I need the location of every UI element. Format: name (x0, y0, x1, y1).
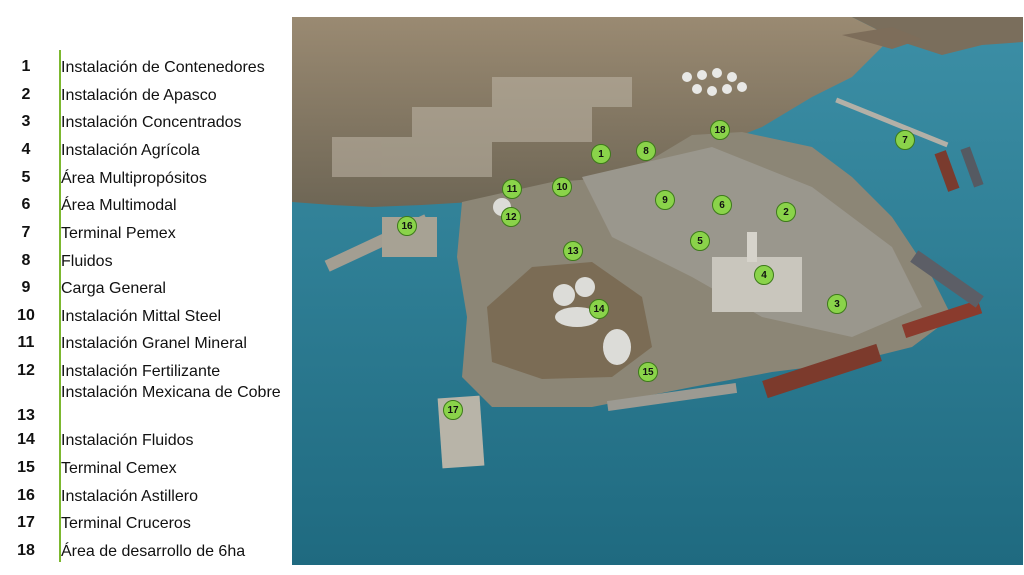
legend-item-number: 13 (17, 407, 35, 424)
legend-item-label: Carga General (61, 280, 166, 297)
legend-item-number: 6 (21, 196, 31, 213)
legend-item-label: Instalación Astillero (61, 488, 198, 505)
legend-item-label: Área Multipropósitos (61, 170, 207, 187)
cemex-pier (606, 383, 738, 411)
silo-domes (493, 198, 631, 365)
legend-item-label: Instalación de Contenedores (61, 59, 265, 76)
map-marker-8[interactable]: 8 (636, 141, 656, 161)
far-hills (852, 17, 1023, 55)
map-marker-3[interactable]: 3 (827, 294, 847, 314)
grain-elevator (712, 257, 802, 312)
map-marker-14[interactable]: 14 (589, 299, 609, 319)
legend-item-number: 10 (17, 307, 35, 324)
tank-farm (682, 68, 747, 96)
legend-item-number: 3 (21, 113, 31, 130)
legend-item-label: Instalación Mexicana de Cobre (61, 384, 281, 401)
legend-item-label: Área de desarrollo de 6ha (61, 543, 246, 560)
map-marker-10[interactable]: 10 (552, 177, 572, 197)
legend-item-number: 1 (21, 58, 31, 75)
legend-item-number: 7 (21, 224, 31, 241)
legend-item-number: 5 (21, 169, 31, 186)
legend-divider-line (59, 50, 61, 562)
map-marker-11[interactable]: 11 (502, 179, 522, 199)
map-marker-16[interactable]: 16 (397, 216, 417, 236)
legend-item-label: Instalación de Apasco (61, 87, 217, 104)
map-marker-7[interactable]: 7 (895, 130, 915, 150)
legend-item-label: Instalación Mittal Steel (61, 308, 222, 325)
legend-item-number: 2 (21, 86, 31, 103)
legend-item-label: Instalación Agrícola (61, 142, 200, 159)
elevator-tower (747, 232, 757, 262)
map-marker-4[interactable]: 4 (754, 265, 774, 285)
legend-item-label: Área Multimodal (61, 197, 177, 214)
map-marker-1[interactable]: 1 (591, 144, 611, 164)
legend-item-label: Terminal Cruceros (61, 515, 191, 532)
small-island (842, 27, 922, 49)
legend-item-number: 18 (17, 542, 35, 559)
legend-item-number: 16 (17, 487, 35, 504)
legend-item-number: 11 (17, 334, 35, 351)
town-blocks (332, 77, 632, 177)
legend-item-label: Terminal Pemex (61, 225, 176, 242)
map-marker-9[interactable]: 9 (655, 190, 675, 210)
map-marker-6[interactable]: 6 (712, 195, 732, 215)
legend-item-label: Fluidos (61, 253, 113, 270)
map-marker-13[interactable]: 13 (563, 241, 583, 261)
legend-item-number: 17 (17, 514, 35, 531)
legend-item-label: Terminal Cemex (61, 460, 177, 477)
legend-item-number: 8 (21, 252, 31, 269)
ships (762, 146, 984, 399)
legend-item-label: Instalación Concentrados (61, 114, 242, 131)
legend-item-label: Instalación Fertilizante (61, 363, 221, 380)
legend-item-number: 14 (17, 431, 35, 448)
legend-item-number: 12 (17, 362, 35, 379)
legend-item-number: 15 (17, 459, 35, 476)
map-marker-5[interactable]: 5 (690, 231, 710, 251)
legend-item-number: 9 (21, 279, 31, 296)
map-marker-15[interactable]: 15 (638, 362, 658, 382)
legend-item-number: 4 (21, 141, 31, 158)
legend-item-label: Instalación Fluidos (61, 432, 194, 449)
pemex-pier (835, 97, 949, 148)
map-marker-2[interactable]: 2 (776, 202, 796, 222)
map-marker-18[interactable]: 18 (710, 120, 730, 140)
legend-item-label: Instalación Granel Mineral (61, 335, 247, 352)
map-marker-12[interactable]: 12 (501, 207, 521, 227)
port-map-illustration (292, 17, 1023, 565)
map-marker-17[interactable]: 17 (443, 400, 463, 420)
